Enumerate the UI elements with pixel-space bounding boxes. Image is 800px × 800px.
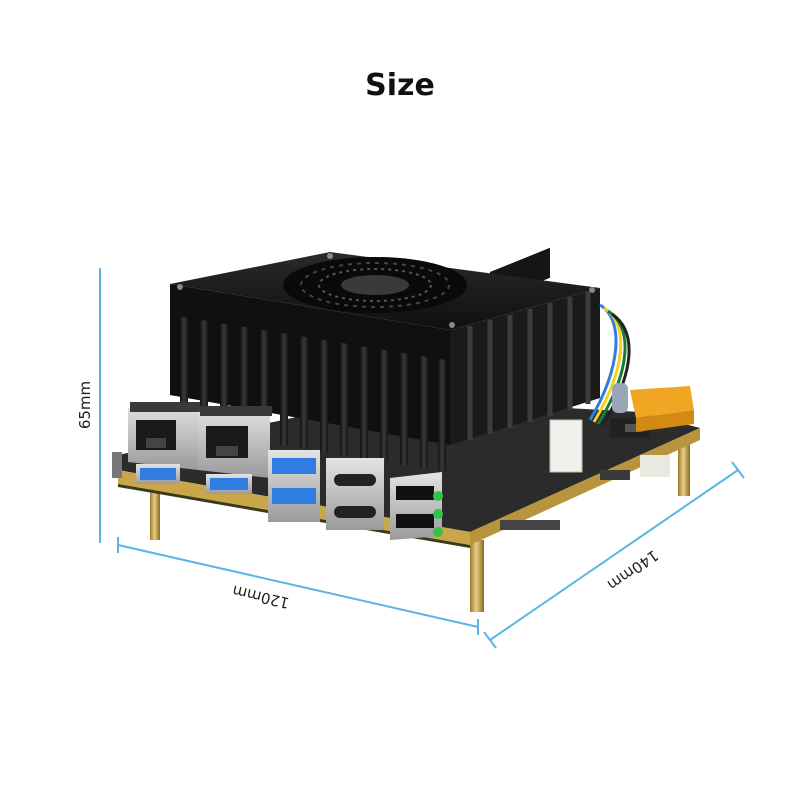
width-label: 120mm [231,582,291,613]
heatsink-fins [180,316,446,473]
height-label: 65mm [76,381,94,429]
usb-a-ports-left [136,464,252,494]
ethernet-port-1 [128,402,200,470]
page-title: Size [365,68,435,103]
depth-label: 140mm [604,546,662,594]
side-port [112,452,122,478]
fan-cable [549,303,631,473]
power-connector [612,383,694,432]
height-dimension: 65mm [76,268,101,543]
standoffs [150,440,690,612]
ethernet-port-2 [198,406,272,478]
hdmi-ports [390,472,442,540]
width-dimension: 120mm [117,537,479,635]
usb-c-ports [326,458,384,530]
status-leds [433,491,443,537]
fan-grille [283,257,467,313]
usb-a-stack [268,450,320,522]
heatsink-side-fins [467,292,591,440]
